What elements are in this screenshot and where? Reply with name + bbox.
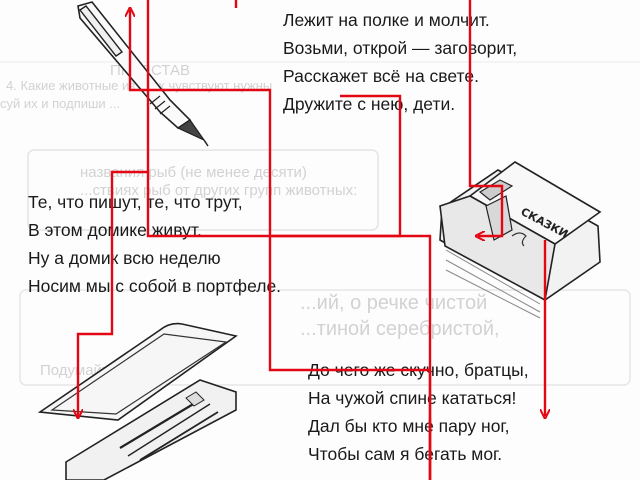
riddle-line: На чужой спине кататься!	[308, 388, 517, 408]
riddle-line: Те, что пишут, те, что трут,	[28, 192, 243, 212]
background-text: ...ствиях рыб от других групп животных:	[80, 182, 358, 199]
background-text: суй их и подпиши ...	[0, 96, 121, 111]
riddle-book: Лежит на полке и молчит. Возьми, открой …	[283, 6, 517, 118]
riddle-line: Дружите с нею, дети.	[283, 94, 456, 114]
arrow-pencil-case	[78, 0, 150, 416]
riddle-line: Дал бы кто мне пару ног,	[308, 416, 510, 436]
background-text: названия рыб (не менее десяти)	[80, 164, 307, 181]
riddle-line: Лежит на полке и молчит.	[283, 10, 490, 30]
riddle-line: Чтобы сам я бегать мог.	[308, 444, 503, 464]
riddle-line: Возьми, открой — заговорит,	[283, 38, 518, 58]
riddle-pen: До чего же скучно, братцы, На чужой спин…	[308, 356, 529, 468]
riddle-line: Ну а домик всю неделю	[28, 248, 221, 268]
background-text: ...тиной серебристой,	[300, 318, 500, 340]
riddle-line: Носим мы с собой в портфеле.	[28, 276, 282, 296]
background-text: ...ий, о речке чистой	[300, 292, 488, 314]
arrow-pen	[130, 10, 432, 480]
riddle-line: Расскажет всё на свете.	[283, 66, 479, 86]
arrow-book	[146, 94, 402, 238]
